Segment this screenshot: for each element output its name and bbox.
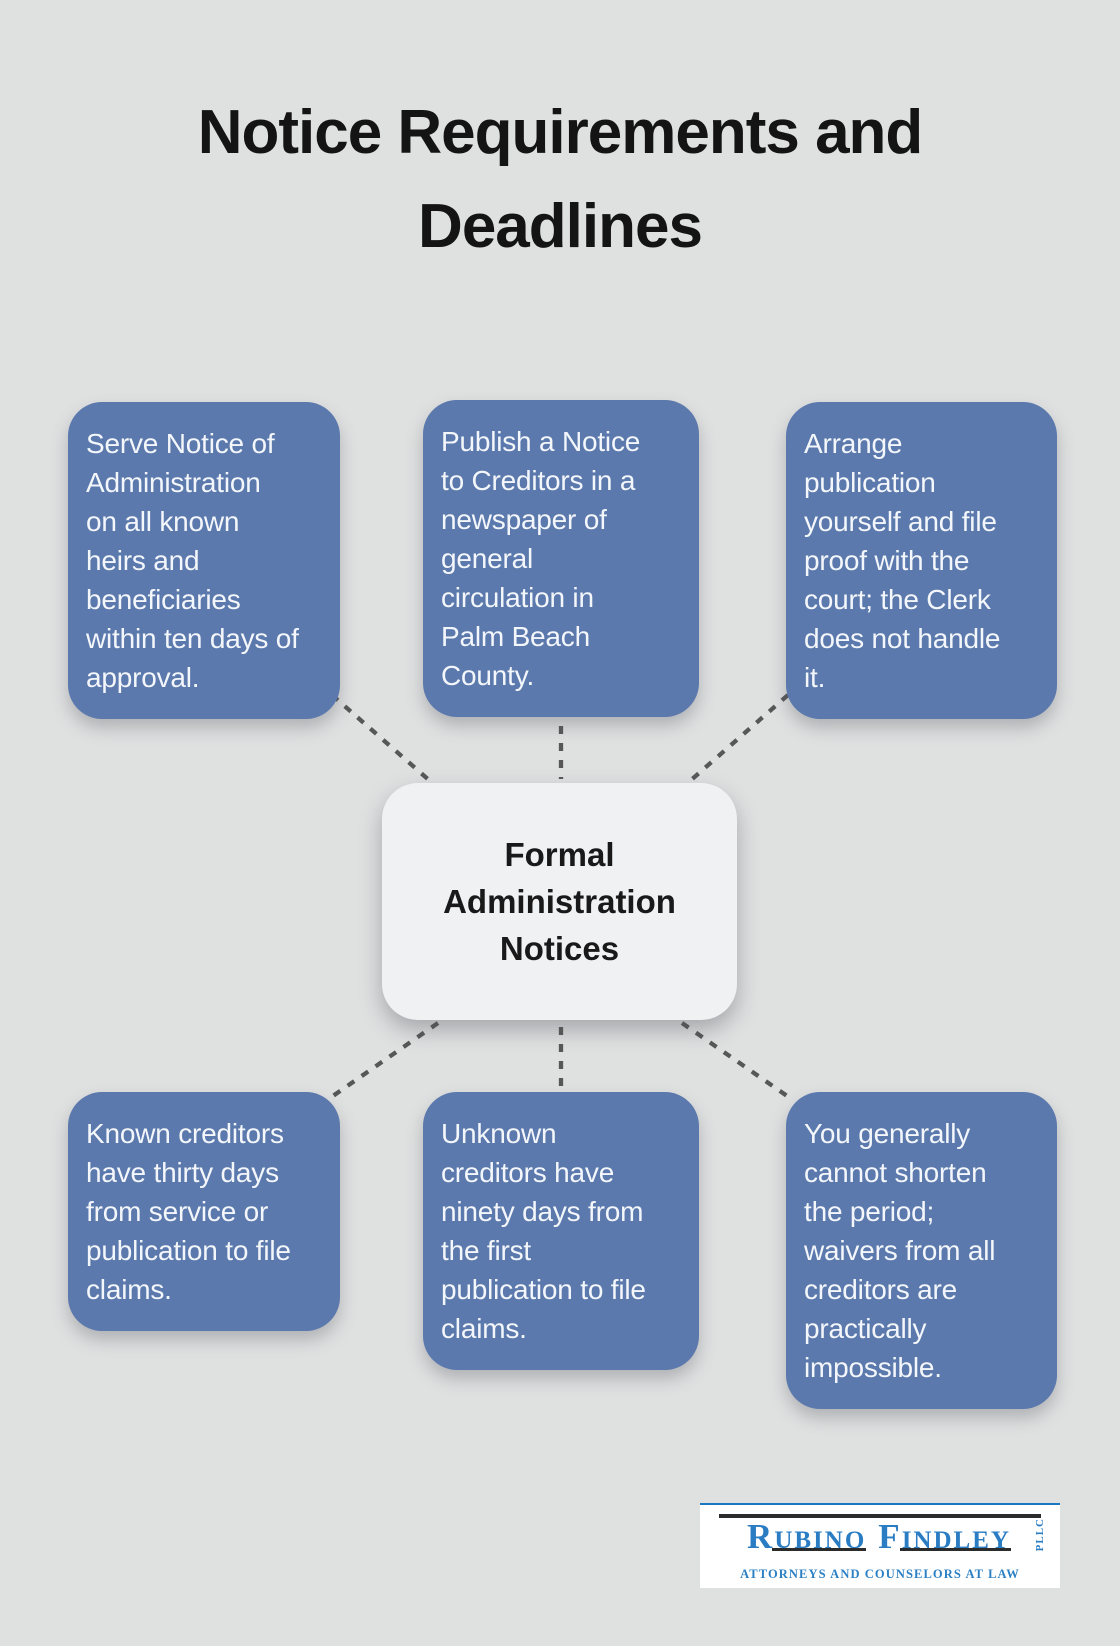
connector-top-left [330, 693, 440, 790]
logo-pllc-suffix: PLLC [1034, 1518, 1046, 1552]
info-box-serve-notice: Serve Notice of Administration on all kn… [68, 402, 340, 719]
info-box-unknown-creditors: Unknown creditors have ninety days from … [423, 1092, 699, 1370]
center-node: Formal Administration Notices [382, 783, 737, 1020]
info-box-arrange-publication: Arrange publication yourself and file pr… [786, 402, 1057, 719]
connector-bottom-right [680, 1021, 792, 1100]
logo-firm-name: RUBINO FINDLEY [700, 1519, 1060, 1562]
page-title: Notice Requirements and Deadlines [197, 98, 924, 261]
logo-tagline: ATTORNEYS AND COUNSELORS AT LAW [740, 1567, 1020, 1581]
logo-word-findley-rest: INDLEY [901, 1527, 1011, 1554]
info-box-known-creditors: Known creditors have thirty days from se… [68, 1092, 340, 1331]
logo-top-rule [719, 1514, 1041, 1518]
connector-top-right [680, 693, 790, 790]
info-box-publish-notice: Publish a Notice to Creditors in a newsp… [423, 400, 699, 717]
center-node-label: Formal Administration Notices [443, 836, 676, 967]
info-box-cannot-shorten: You generally cannot shorten the period;… [786, 1092, 1057, 1409]
logo-initial-r: R [747, 1517, 773, 1556]
logo-rubino-findley: RUBINO FINDLEY PLLC ATTORNEYS AND COUNSEL… [700, 1503, 1060, 1588]
connector-bottom-left [328, 1021, 440, 1100]
logo-word-rubino-rest: UBINO [774, 1527, 867, 1554]
logo-initial-f: F [878, 1517, 900, 1556]
